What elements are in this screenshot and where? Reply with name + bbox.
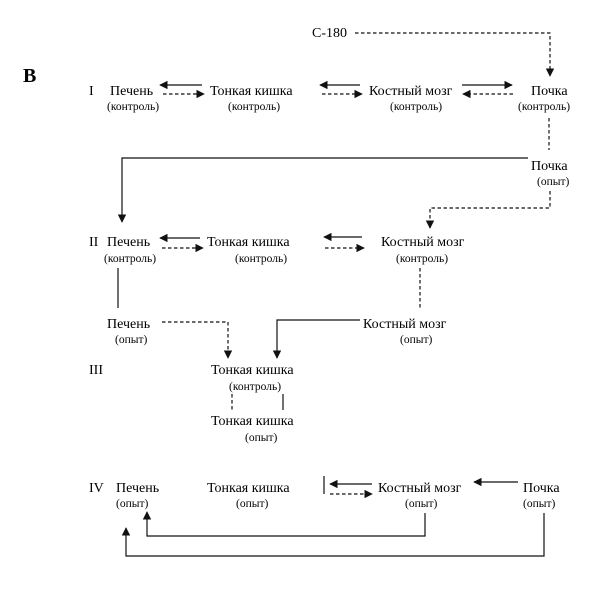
row-1-gut: Тонкая кишка (контроль) (210, 84, 293, 113)
row-2-marrow: Костный мозг (контроль) (381, 235, 465, 265)
row-2-liver: Печень (контроль) (104, 235, 156, 265)
kidney-experiment-status: (опыт) (537, 176, 569, 188)
marrow-experiment-name: Костный мозг (363, 317, 447, 332)
arrow-kidney-to-liver-row2 (117, 157, 528, 223)
row-1-liver-status: (контроль) (107, 101, 159, 113)
row-4-marrow: Костный мозг (опыт) (378, 481, 462, 510)
row-4-liver-name: Печень (116, 481, 159, 496)
row-1-liver: Печень (контроль) (107, 84, 159, 113)
row-3-gut-name: Тонкая кишка (211, 363, 294, 378)
liver-experiment: Печень (опыт) (107, 317, 150, 346)
liver-experiment-status: (опыт) (115, 334, 147, 346)
row-2-gut: Тонкая кишка (контроль) (207, 235, 290, 265)
row-1-marrow-status: (контроль) (390, 101, 442, 113)
panel-label: B (23, 65, 36, 87)
row-4-kidney: Почка (опыт) (523, 481, 560, 510)
marrow-experiment: Костный мозг (опыт) (363, 317, 447, 346)
gut-experiment: Тонкая кишка (опыт) (211, 414, 294, 444)
row-1-roman: I (89, 84, 94, 99)
row-3-gut: Тонкая кишка (контроль) (211, 363, 294, 393)
gut-experiment-status: (опыт) (245, 432, 277, 444)
row-4-roman: IV (89, 481, 104, 496)
arrow-kidney-to-marrow-row2 (425, 191, 551, 229)
arrow-marrow-to-liver-row4 (142, 511, 426, 537)
row-1-gut-name: Тонкая кишка (210, 84, 293, 99)
arrow-liver-to-gut-row3 (162, 321, 233, 359)
gut-experiment-name: Тонкая кишка (211, 414, 294, 429)
row-4-kidney-name: Почка (523, 481, 560, 496)
row-1-marrow: Костный мозг (контроль) (369, 84, 453, 113)
row-2-roman: II (89, 235, 99, 250)
row-1-liver-name: Печень (110, 84, 153, 99)
row-2-gut-name: Тонкая кишка (207, 235, 290, 250)
row-2-liver-status: (контроль) (104, 253, 156, 265)
arrow-kidney-to-liver-row4 (121, 513, 545, 557)
marrow-experiment-status: (опыт) (400, 334, 432, 346)
row-1-kidney-status: (контроль) (518, 101, 570, 113)
row-4-gut-name: Тонкая кишка (207, 481, 290, 496)
kidney-experiment: Почка (опыт) (531, 159, 569, 188)
row-3-roman: III (89, 363, 103, 378)
row-2-marrow-name: Костный мозг (381, 235, 465, 250)
row-4-marrow-status: (опыт) (405, 498, 437, 510)
row-1-marrow-name: Костный мозг (369, 84, 453, 99)
row-1-kidney-name: Почка (531, 84, 568, 99)
row-4-liver: Печень (опыт) (116, 481, 159, 510)
row-1-gut-status: (контроль) (228, 101, 280, 113)
row-1-kidney: Почка (контроль) (518, 84, 570, 113)
row-2-gut-status: (контроль) (235, 253, 287, 265)
source-label: С-180 (312, 26, 347, 41)
row-4-gut: Тонкая кишка (опыт) (207, 481, 290, 510)
kidney-experiment-name: Почка (531, 159, 568, 174)
row-4-liver-status: (опыт) (116, 498, 148, 510)
arrow-source-to-kidney (355, 32, 555, 77)
row-4-gut-status: (опыт) (236, 498, 268, 510)
row-3-gut-status: (контроль) (229, 381, 281, 393)
row-4-marrow-name: Костный мозг (378, 481, 462, 496)
row-4-kidney-status: (опыт) (523, 498, 555, 510)
liver-experiment-name: Печень (107, 317, 150, 332)
row-2-liver-name: Печень (107, 235, 150, 250)
row-2-marrow-status: (контроль) (396, 253, 448, 265)
arrow-marrow-to-gut-row3 (272, 319, 360, 359)
